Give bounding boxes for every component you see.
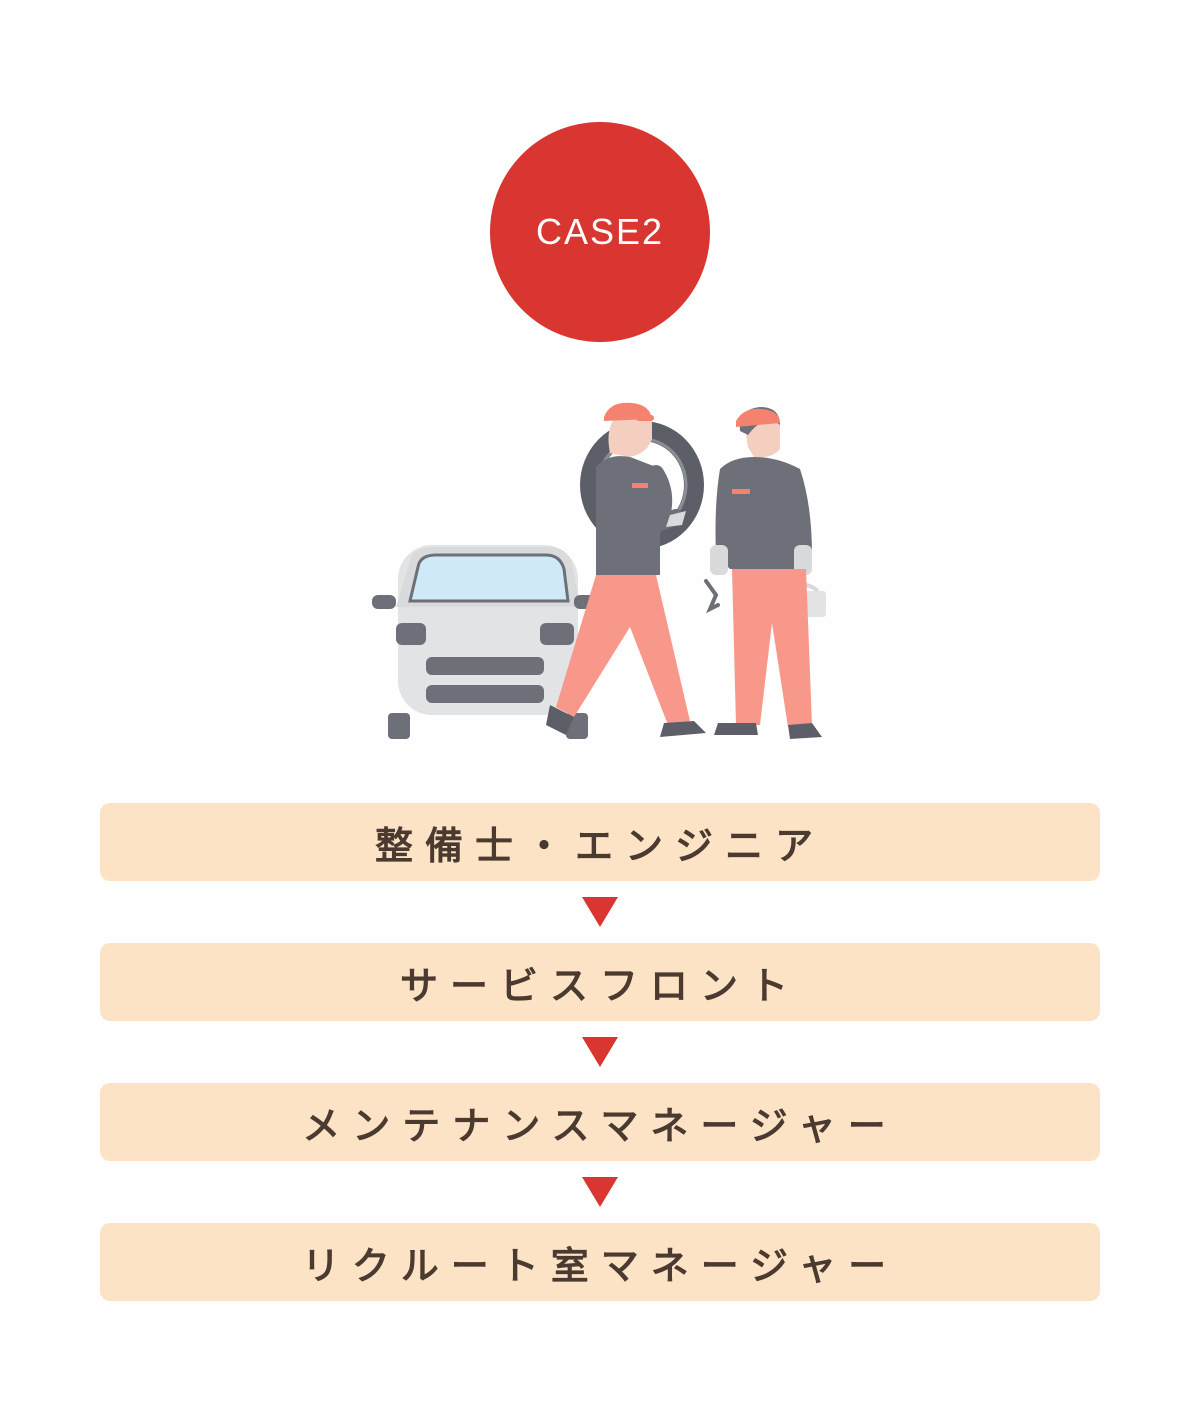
down-arrow-icon: [100, 881, 1100, 943]
career-step-label: メンテナンスマネージャー: [302, 1103, 898, 1148]
mechanic-walking-icon: [546, 402, 706, 737]
down-arrow-icon: [100, 1161, 1100, 1223]
career-step-label: リクルート室マネージャー: [301, 1243, 899, 1288]
career-step-label: 整備士・エンジニア: [374, 823, 825, 868]
car-icon: [372, 545, 598, 739]
career-step-2: サービスフロント: [100, 943, 1100, 1021]
career-step-4: リクルート室マネージャー: [100, 1223, 1100, 1301]
career-step-1: 整備士・エンジニア: [100, 803, 1100, 881]
career-step-3: メンテナンスマネージャー: [100, 1083, 1100, 1161]
mechanic-standing-icon: [704, 407, 826, 739]
career-step-label: サービスフロント: [399, 963, 800, 1008]
down-arrow-icon: [100, 1021, 1100, 1083]
case-badge: CASE2: [490, 122, 710, 342]
mechanics-with-car-illustration: [372, 402, 826, 739]
case-badge-label: CASE2: [535, 211, 665, 252]
career-path-list: 整備士・エンジニア サービスフロント メンテナンスマネージャー リクルート室マネ…: [100, 803, 1100, 1301]
